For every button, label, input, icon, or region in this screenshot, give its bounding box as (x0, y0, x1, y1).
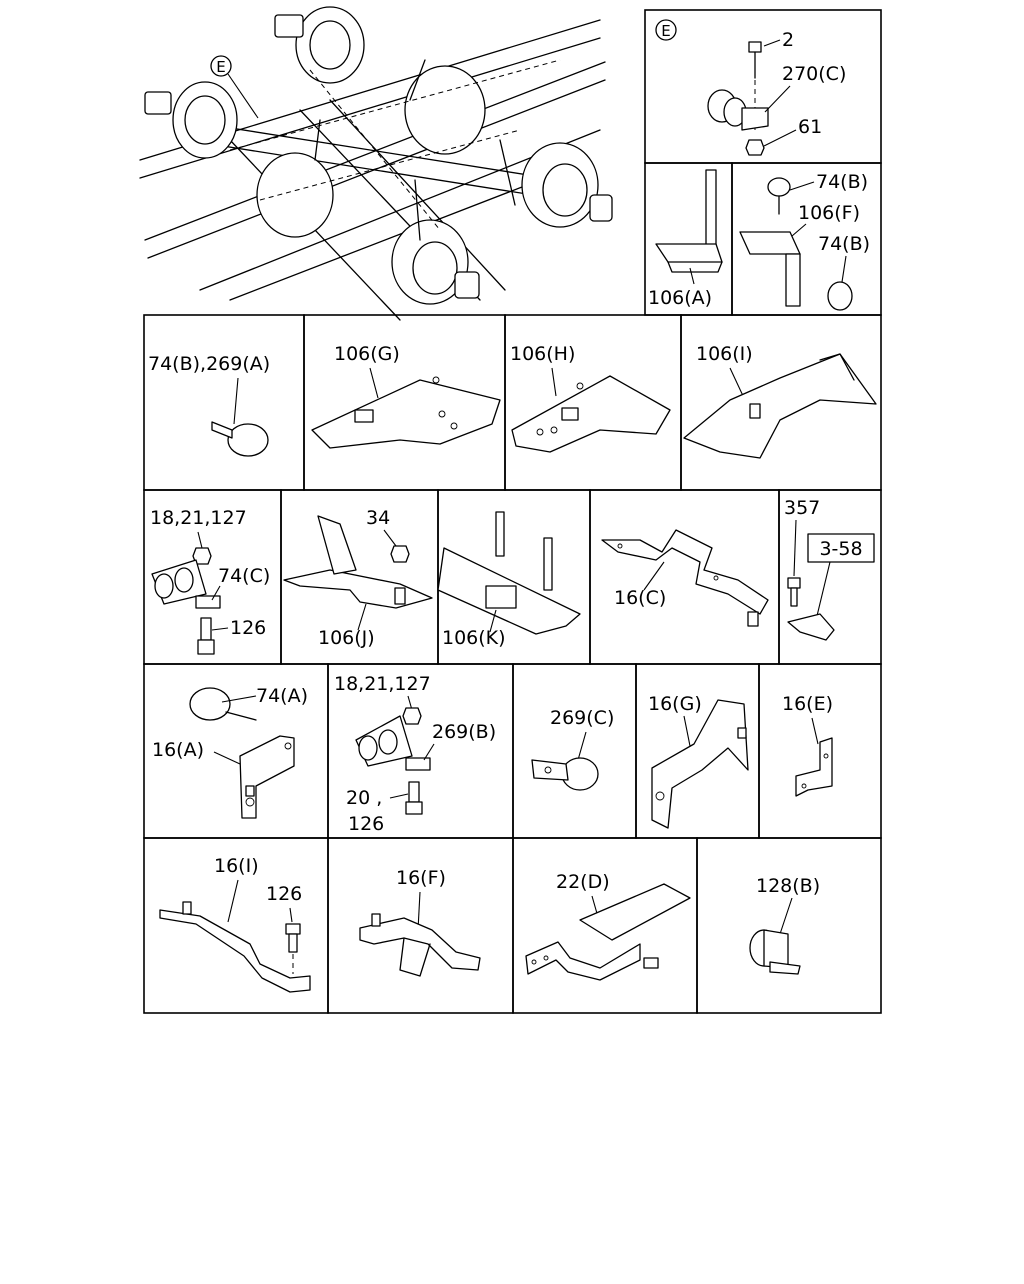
label-20: 20 , (346, 787, 382, 809)
label-126-a: 126 (230, 617, 266, 639)
label-106h: 106(H) (510, 343, 575, 365)
label-106f: 106(F) (798, 202, 860, 224)
panel-grid (143, 9, 882, 1014)
label-16a: 16(A) (152, 739, 204, 761)
panel-16i: 16(I) 126 (159, 855, 311, 993)
bolt-2-icon (748, 41, 762, 130)
panel-106h: 106(H) (510, 343, 671, 453)
callout-e-main: E (216, 58, 225, 76)
panel-16g: 16(G) (648, 693, 749, 829)
panel-74b-269a: 74(B),269(A) (148, 353, 270, 457)
panel-269c: 269(C) (531, 707, 614, 791)
panel-106g: 106(G) (311, 343, 501, 449)
panel-16c: 16(C) (601, 529, 769, 627)
label-106a: 106(A) (648, 287, 712, 309)
label-74b-bottom: 74(B) (818, 233, 870, 255)
label-74a: 74(A) (256, 685, 308, 707)
label-106g: 106(G) (334, 343, 400, 365)
chassis-illustration: E (139, 6, 613, 321)
label-16i: 16(I) (214, 855, 259, 877)
label-2: 2 (782, 29, 794, 51)
label-106i: 106(I) (696, 343, 753, 365)
panel-106j: 34 106(J) (283, 507, 433, 649)
panel-18-21-127-a: 18,21,127 74(C) 126 (150, 507, 270, 655)
panel-128b: 128(B) (749, 875, 820, 975)
label-74b-top: 74(B) (816, 171, 868, 193)
panel-22d: 22(D) (525, 871, 691, 981)
label-74b-269a: 74(B),269(A) (148, 353, 270, 375)
panel-e: E 2 270(C) 61 (655, 19, 846, 156)
label-269b: 269(B) (432, 721, 496, 743)
panel-16a: 74(A) 16(A) (152, 685, 308, 819)
panel-18-21-127-b: 18,21,127 269(B) 20 , 126 (334, 673, 496, 835)
label-18-21-127-a: 18,21,127 (150, 507, 247, 529)
wheel-hub-rear-top (274, 6, 365, 84)
label-106k: 106(K) (442, 627, 506, 649)
label-34: 34 (366, 507, 390, 529)
wheel-hub-differential (256, 65, 486, 238)
wheel-hub-front-left (144, 81, 238, 159)
nut-61-icon (745, 139, 765, 156)
label-269c: 269(C) (550, 707, 614, 729)
panel-106f: 74(B) 106(F) 74(B) (739, 171, 870, 311)
label-126-c: 126 (266, 883, 302, 905)
callout-e-panel: E (661, 22, 670, 40)
label-270c: 270(C) (782, 63, 846, 85)
label-22d: 22(D) (556, 871, 610, 893)
clamp-270c-icon (707, 89, 769, 131)
panel-357: 357 3-58 (784, 497, 875, 641)
label-128b: 128(B) (756, 875, 820, 897)
label-16g: 16(G) (648, 693, 702, 715)
wheel-hub-right (521, 142, 613, 228)
label-126-b: 126 (348, 813, 384, 835)
label-16f: 16(F) (396, 867, 446, 889)
label-357: 357 (784, 497, 820, 519)
panel-106i: 106(I) (683, 343, 877, 459)
label-16c: 16(C) (614, 587, 666, 609)
label-16e: 16(E) (782, 693, 833, 715)
panel-106a: 106(A) (648, 169, 723, 309)
label-61: 61 (798, 116, 822, 138)
label-106j: 106(J) (318, 627, 375, 649)
panel-16f: 16(F) (359, 867, 481, 977)
label-3-58: 3-58 (819, 538, 862, 560)
wheel-hub-bottom (391, 219, 480, 305)
label-74c: 74(C) (218, 565, 270, 587)
label-18-21-127-b: 18,21,127 (334, 673, 431, 695)
panel-16e: 16(E) (782, 693, 833, 797)
panel-106k: 106(K) (437, 511, 581, 649)
